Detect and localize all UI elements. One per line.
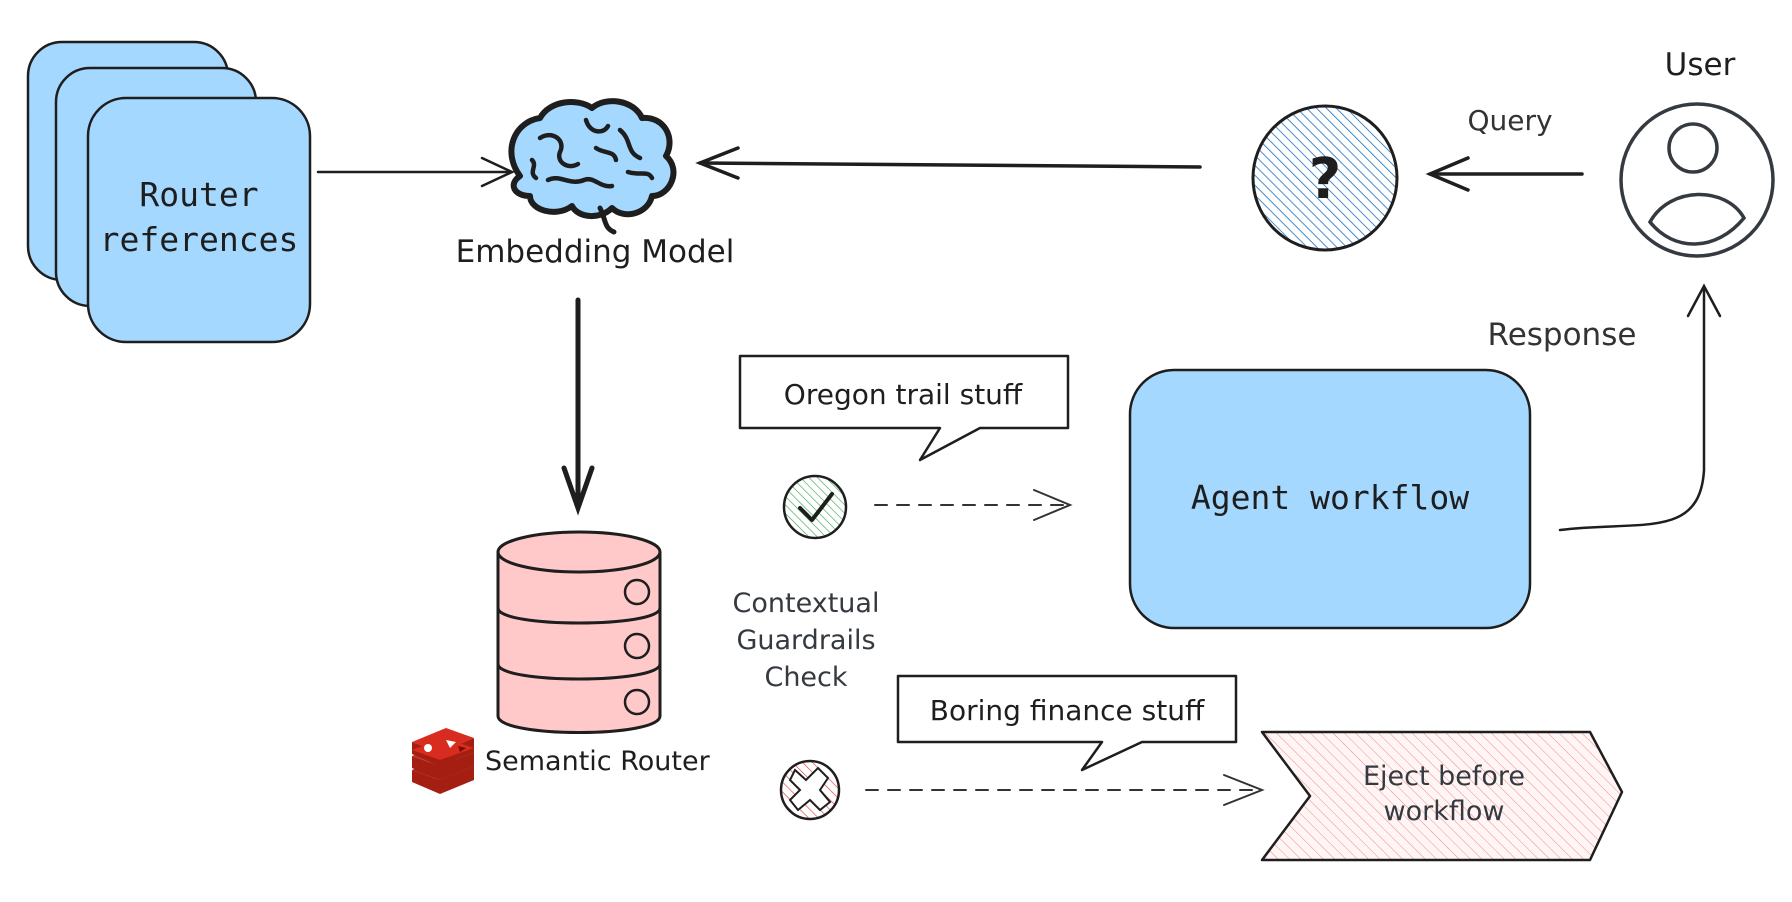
finance-bubble-text: Boring finance stuff: [930, 694, 1205, 727]
query-question-mark: ?: [1309, 147, 1341, 212]
arrow-check-to-agent: [874, 489, 1073, 521]
arrow-refs-to-embedding: [316, 156, 515, 188]
reject-icon: [779, 759, 841, 821]
oregon-bubble-text: Oregon trail stuff: [784, 378, 1023, 411]
guardrails-label-line1: Contextual: [733, 588, 880, 619]
arrow-agent-to-user: [1558, 283, 1722, 532]
agent-workflow-box: Agent workflow: [1128, 368, 1532, 630]
query-circle: ?: [1251, 104, 1399, 252]
eject-label-line1: Eject before: [1363, 761, 1525, 792]
query-label: Query: [1467, 104, 1552, 137]
router-references-label-line2: references: [100, 220, 299, 259]
check-icon: [782, 474, 848, 540]
arrow-user-to-query: [1425, 156, 1584, 192]
guardrails-label: Contextual Guardrails Check: [733, 588, 880, 693]
guardrails-label-line2: Guardrails: [736, 625, 875, 656]
arrow-embedding-to-router: [561, 297, 595, 516]
guardrails-label-line3: Check: [764, 662, 847, 693]
finance-speech-bubble: Boring finance stuff: [896, 674, 1238, 772]
arrow-query-to-embedding: [695, 146, 1202, 180]
response-label: Response: [1488, 317, 1637, 353]
router-references-label-line1: Router: [139, 175, 258, 214]
database-icon: [496, 530, 662, 734]
user-label: User: [1665, 47, 1736, 83]
eject-chevron: Eject before workflow: [1260, 730, 1624, 862]
redis-logo-icon: [412, 728, 474, 794]
router-references-stack: Router references: [26, 40, 312, 344]
brain-icon: [508, 98, 677, 235]
arrow-reject-to-eject: [865, 774, 1265, 806]
semantic-router-label: Semantic Router: [485, 746, 711, 777]
embedding-model-label: Embedding Model: [456, 234, 735, 270]
router-card-front: [86, 96, 312, 344]
oregon-speech-bubble: Oregon trail stuff: [738, 354, 1070, 462]
agent-workflow-label: Agent workflow: [1191, 478, 1469, 517]
eject-label-line2: workflow: [1384, 796, 1505, 827]
user-icon: [1619, 102, 1775, 258]
